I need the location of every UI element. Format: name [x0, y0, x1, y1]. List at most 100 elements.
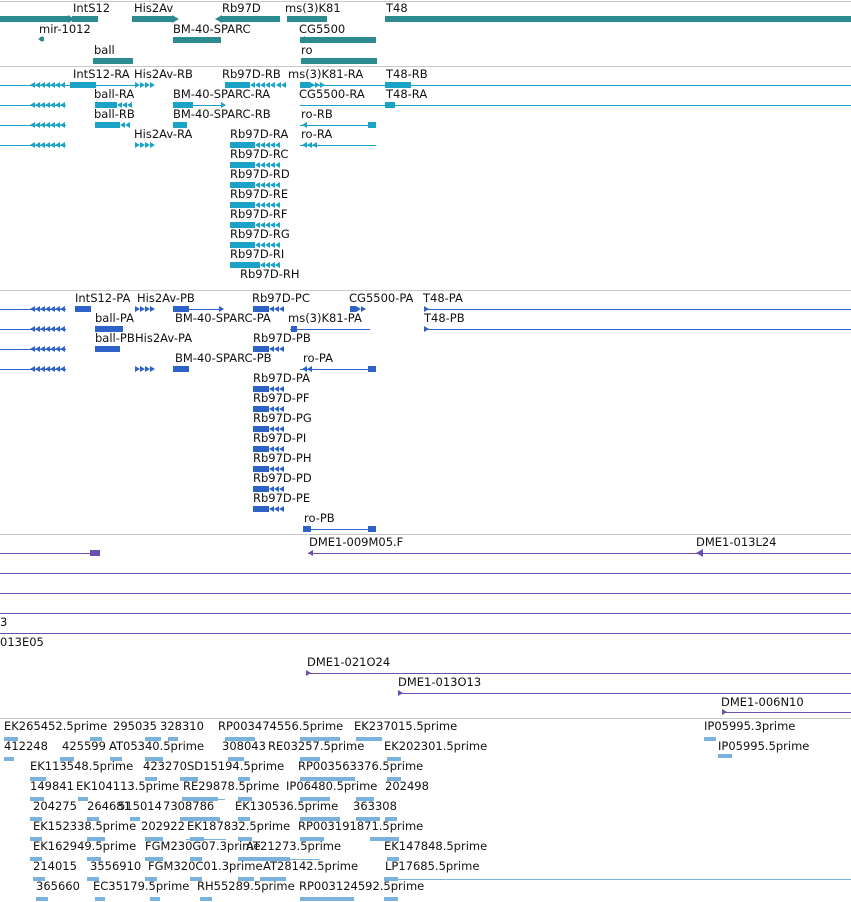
- feature-block[interactable]: [72, 16, 98, 22]
- feature-block[interactable]: [95, 122, 120, 128]
- feature-block[interactable]: [0, 16, 68, 22]
- feature-label[interactable]: ms(3)K81-PA: [288, 311, 362, 325]
- feature-label[interactable]: DME1-013O13: [398, 675, 482, 689]
- feature-block[interactable]: [300, 817, 340, 821]
- feature-block[interactable]: [253, 446, 269, 452]
- feature-block[interactable]: [145, 837, 163, 841]
- feature-label[interactable]: 515014: [118, 799, 162, 813]
- feature-block[interactable]: [387, 757, 401, 761]
- feature-block[interactable]: [173, 366, 189, 372]
- feature-label[interactable]: T48-RB: [386, 67, 428, 81]
- feature-label[interactable]: ro-PB: [304, 511, 335, 525]
- feature-block[interactable]: [301, 58, 377, 64]
- feature-block[interactable]: [253, 486, 269, 492]
- feature-block[interactable]: [173, 102, 193, 108]
- feature-label[interactable]: 363308: [353, 799, 397, 813]
- feature-label[interactable]: T48-RA: [386, 87, 428, 101]
- feature-label[interactable]: RP003474556.5prime: [218, 719, 344, 733]
- feature-label[interactable]: Rb97D-PG: [253, 411, 312, 425]
- feature-label[interactable]: RP003563376.5prime: [298, 759, 424, 773]
- feature-label[interactable]: Rb97D-RD: [230, 167, 290, 181]
- feature-block[interactable]: [145, 757, 163, 761]
- feature-label[interactable]: Rb97D-PA: [253, 371, 310, 385]
- feature-block[interactable]: [230, 182, 255, 188]
- feature-block[interactable]: [90, 737, 102, 741]
- feature-label[interactable]: 423270: [143, 759, 187, 773]
- feature-label[interactable]: EK104113.5prime: [76, 779, 180, 793]
- feature-label[interactable]: IP06480.5prime: [286, 779, 378, 793]
- feature-block[interactable]: [350, 306, 356, 312]
- feature-block[interactable]: [36, 897, 48, 901]
- feature-block[interactable]: [145, 857, 163, 861]
- feature-label[interactable]: DME1-013L24: [696, 535, 777, 549]
- feature-label[interactable]: 412248: [4, 739, 48, 753]
- feature-block[interactable]: [253, 346, 269, 352]
- feature-block[interactable]: [300, 37, 376, 43]
- feature-block[interactable]: [87, 817, 99, 821]
- feature-label[interactable]: 013E05: [0, 635, 44, 649]
- feature-label[interactable]: His2Av-PA: [135, 331, 193, 345]
- feature-label[interactable]: EK202301.5prime: [384, 739, 488, 753]
- feature-label[interactable]: AT28142.5prime: [263, 859, 359, 873]
- feature-block[interactable]: [95, 326, 123, 332]
- feature-block[interactable]: [75, 306, 91, 312]
- feature-block[interactable]: [87, 857, 101, 861]
- feature-label[interactable]: His2Av: [134, 1, 174, 15]
- feature-block[interactable]: [387, 777, 401, 781]
- feature-block[interactable]: [230, 142, 255, 148]
- feature-block[interactable]: [225, 737, 255, 741]
- feature-label[interactable]: 149841: [30, 779, 74, 793]
- feature-block[interactable]: [253, 506, 269, 512]
- feature-block[interactable]: [132, 16, 172, 22]
- feature-label[interactable]: BM-40-SPARC-RB: [173, 107, 271, 121]
- feature-label[interactable]: Rb97D-PB: [253, 331, 311, 345]
- feature-block[interactable]: [78, 797, 88, 801]
- feature-block[interactable]: [300, 757, 320, 761]
- feature-block[interactable]: [70, 82, 96, 88]
- feature-label[interactable]: T48-PA: [423, 291, 463, 305]
- feature-label[interactable]: EK152338.5prime: [33, 819, 137, 833]
- feature-label[interactable]: CG5500-PA: [349, 291, 414, 305]
- feature-label[interactable]: BM-40-SPARC-RA: [173, 87, 271, 101]
- feature-block[interactable]: [291, 326, 297, 332]
- feature-block[interactable]: [300, 82, 310, 88]
- feature-label[interactable]: Rb97D-PD: [253, 471, 312, 485]
- feature-label[interactable]: EK265452.5prime: [4, 719, 108, 733]
- feature-label[interactable]: CG5500: [299, 22, 346, 36]
- feature-label[interactable]: ms(3)K81: [285, 1, 341, 15]
- feature-block[interactable]: [253, 466, 269, 472]
- feature-label[interactable]: IntS12-PA: [75, 291, 131, 305]
- feature-label[interactable]: 328310: [160, 719, 204, 733]
- feature-label[interactable]: FGM320C01.3prime: [148, 859, 263, 873]
- feature-label[interactable]: Rb97D-RH: [240, 267, 300, 281]
- feature-label[interactable]: FGM230G07.3prime: [145, 839, 261, 853]
- feature-label[interactable]: 7308786: [163, 799, 215, 813]
- feature-block[interactable]: [260, 877, 286, 881]
- feature-label[interactable]: DME1-006N10: [721, 695, 804, 709]
- feature-block[interactable]: [130, 817, 140, 821]
- feature-label[interactable]: 365660: [36, 879, 80, 893]
- feature-label[interactable]: Rb97D: [222, 1, 261, 15]
- feature-block[interactable]: [145, 777, 157, 781]
- feature-label[interactable]: 3556910: [90, 859, 142, 873]
- feature-label[interactable]: LP17685.5prime: [385, 859, 480, 873]
- feature-label[interactable]: EK130536.5prime: [235, 799, 339, 813]
- feature-block[interactable]: [704, 737, 716, 741]
- feature-block[interactable]: [30, 777, 46, 781]
- feature-block[interactable]: [300, 837, 324, 841]
- feature-block[interactable]: [190, 857, 202, 861]
- feature-block[interactable]: [384, 897, 398, 901]
- feature-block[interactable]: [95, 346, 120, 352]
- feature-block[interactable]: [238, 877, 254, 881]
- feature-block[interactable]: [253, 386, 269, 392]
- feature-block[interactable]: [387, 857, 399, 861]
- feature-label[interactable]: T48: [386, 1, 408, 15]
- feature-block[interactable]: [253, 306, 269, 312]
- feature-block[interactable]: [95, 102, 117, 108]
- feature-label[interactable]: SD15194.5prime: [187, 759, 285, 773]
- feature-label[interactable]: Rb97D-RE: [230, 187, 289, 201]
- feature-block[interactable]: [30, 857, 42, 861]
- feature-block[interactable]: [228, 757, 244, 761]
- feature-label[interactable]: EK162949.5prime: [33, 839, 137, 853]
- feature-label[interactable]: Rb97D-RA: [230, 127, 289, 141]
